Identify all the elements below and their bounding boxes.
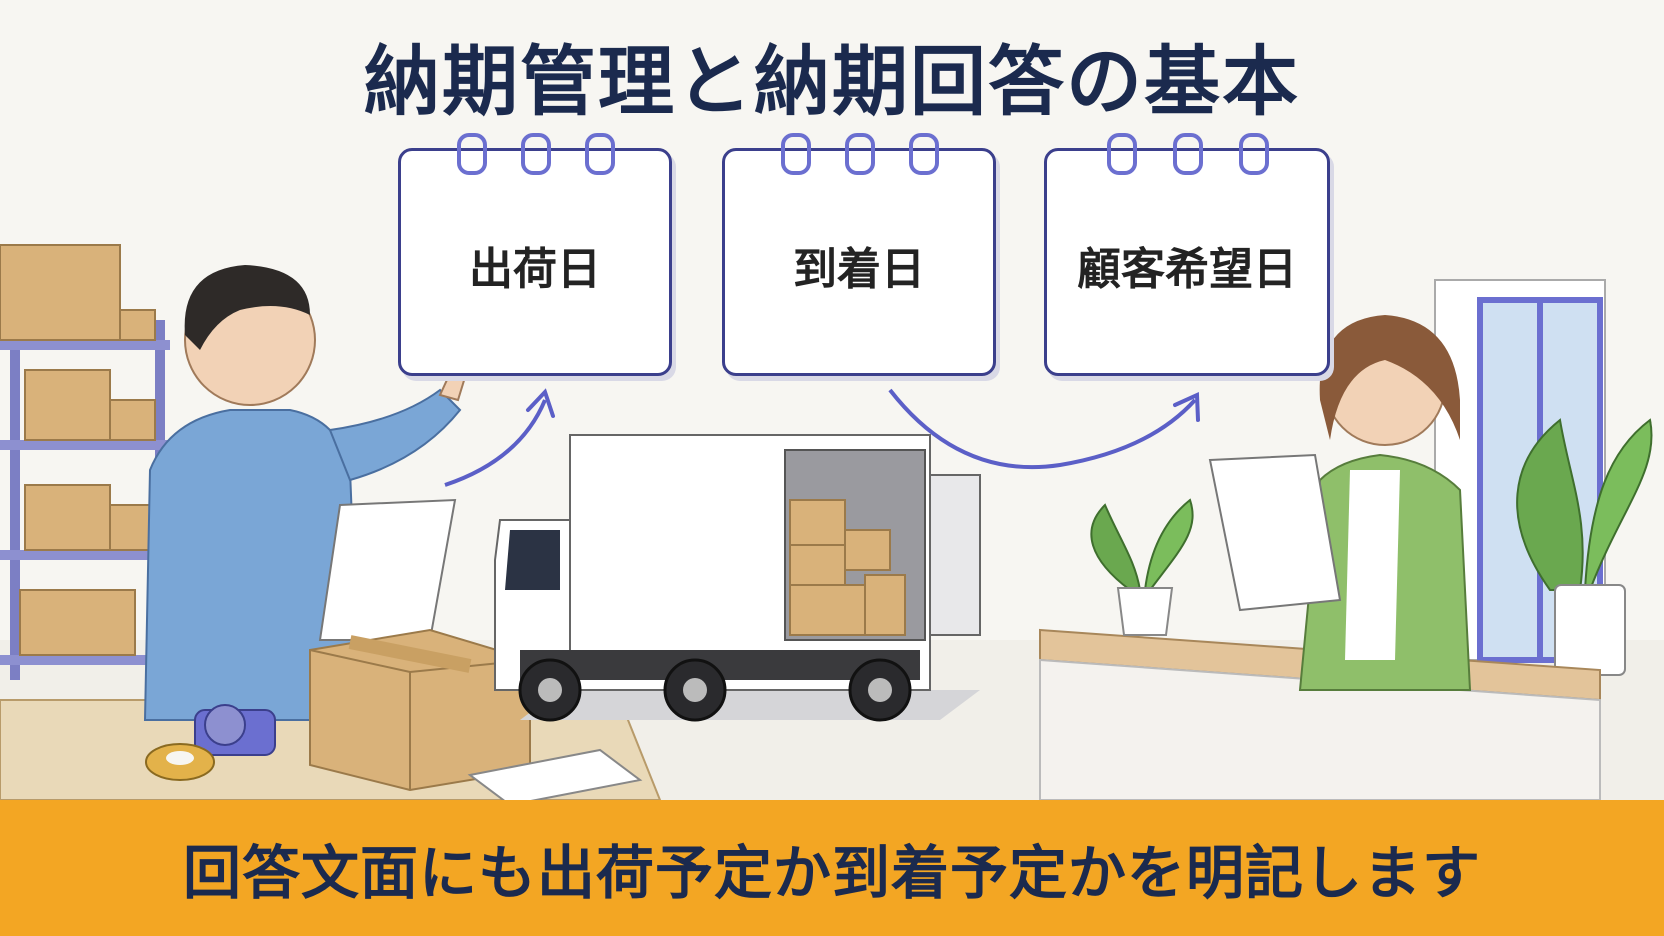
calendar-card-arrival: 到着日 <box>722 133 996 376</box>
calendar-label: 出荷日 <box>469 244 601 295</box>
calendar-ring-icon <box>457 133 487 175</box>
calendar-ring-icon <box>845 133 875 175</box>
calendar-ring-icon <box>585 133 615 175</box>
page-title: 納期管理と納期回答の基本 <box>364 37 1300 126</box>
calendar-ring-icon <box>1107 133 1137 175</box>
calendar-ring-icon <box>909 133 939 175</box>
tape-dispenser-icon <box>145 704 276 781</box>
plant-icon <box>1090 498 1194 636</box>
worker-man <box>143 265 480 721</box>
box-icon <box>0 244 121 341</box>
warehouse-shelf <box>0 244 170 680</box>
calendar-label: 顧客希望日 <box>1077 244 1297 295</box>
box-icon <box>309 628 531 792</box>
calendar-ring-icon <box>521 133 551 175</box>
customer-woman <box>1208 315 1472 691</box>
paper-icon <box>318 498 457 641</box>
caption-text: 回答文面にも出荷予定か到着予定かを明記します <box>182 839 1481 907</box>
calendar-card-shipping: 出荷日 <box>398 133 672 376</box>
caption-bar <box>0 800 1664 936</box>
shop-window <box>1434 279 1606 663</box>
calendar-ring-icon <box>781 133 811 175</box>
paper-icon <box>1208 453 1342 612</box>
calendar-card-customer-request: 顧客希望日 <box>1044 133 1330 376</box>
truck-icon <box>494 434 981 722</box>
calendar-label: 到着日 <box>793 244 925 295</box>
arrow-icon <box>888 388 1197 470</box>
arrow-icon <box>444 399 547 487</box>
calendar-ring-icon <box>1239 133 1269 175</box>
calendar-ring-icon <box>1173 133 1203 175</box>
paper-stack <box>467 748 643 807</box>
plant-icon <box>1516 418 1653 676</box>
